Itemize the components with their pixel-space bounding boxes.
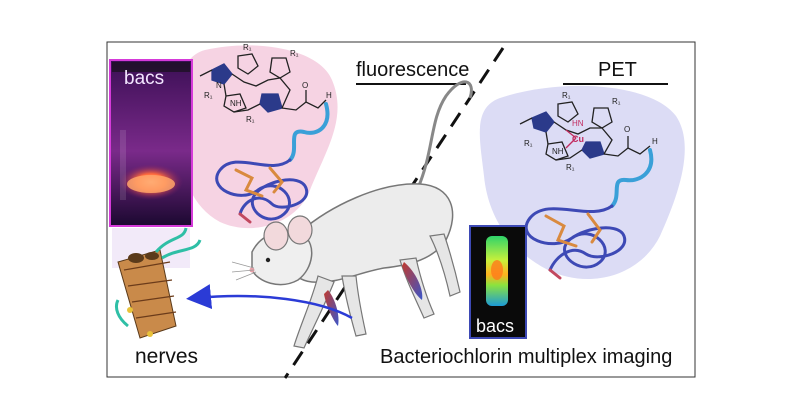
r1-right: R₁ bbox=[290, 49, 299, 58]
pink-blob bbox=[179, 45, 338, 229]
r1-bottom: R₁ bbox=[246, 115, 255, 124]
cu-pet: Cu bbox=[572, 134, 584, 144]
pet-scan-image bbox=[469, 225, 527, 339]
lavender-blob bbox=[479, 85, 685, 280]
o-left: O bbox=[302, 81, 308, 90]
vial-label: bacs bbox=[124, 68, 164, 89]
figure-frame bbox=[106, 41, 696, 378]
r1-pet-bottom: R₁ bbox=[566, 163, 575, 172]
r1-left: R₁ bbox=[204, 91, 213, 100]
h-left: H bbox=[326, 91, 332, 100]
n-left: N bbox=[216, 81, 222, 90]
r1-pet-left: R₁ bbox=[524, 139, 533, 148]
o-pet: O bbox=[624, 125, 630, 134]
h-pet: H bbox=[652, 137, 658, 146]
nerves-label: nerves bbox=[135, 345, 198, 368]
r1-top-left: R₁ bbox=[243, 43, 252, 52]
r1-pet-top: R₁ bbox=[562, 91, 571, 100]
bottom-caption: Bacteriochlorin multiplex imaging bbox=[380, 346, 672, 368]
hn-pet: HN bbox=[572, 119, 584, 128]
scan-label: bacs bbox=[476, 316, 514, 336]
nh-left: NH bbox=[230, 99, 242, 108]
fluorescence-heading: fluorescence bbox=[356, 59, 469, 81]
peptide-ribbon-right bbox=[524, 148, 654, 280]
cu-bacteriochlorin-structure-right bbox=[519, 101, 651, 161]
pet-heading: PET bbox=[598, 59, 637, 81]
peptide-ribbon-left bbox=[215, 102, 330, 224]
nerve-bundle-illustration bbox=[114, 227, 202, 339]
bacteriochlorin-structure-left bbox=[199, 53, 327, 113]
nerve-arrow bbox=[186, 284, 353, 320]
nh-pet: NH bbox=[552, 147, 564, 156]
vial-photo bbox=[109, 59, 193, 227]
r1-pet-right: R₁ bbox=[612, 97, 621, 106]
